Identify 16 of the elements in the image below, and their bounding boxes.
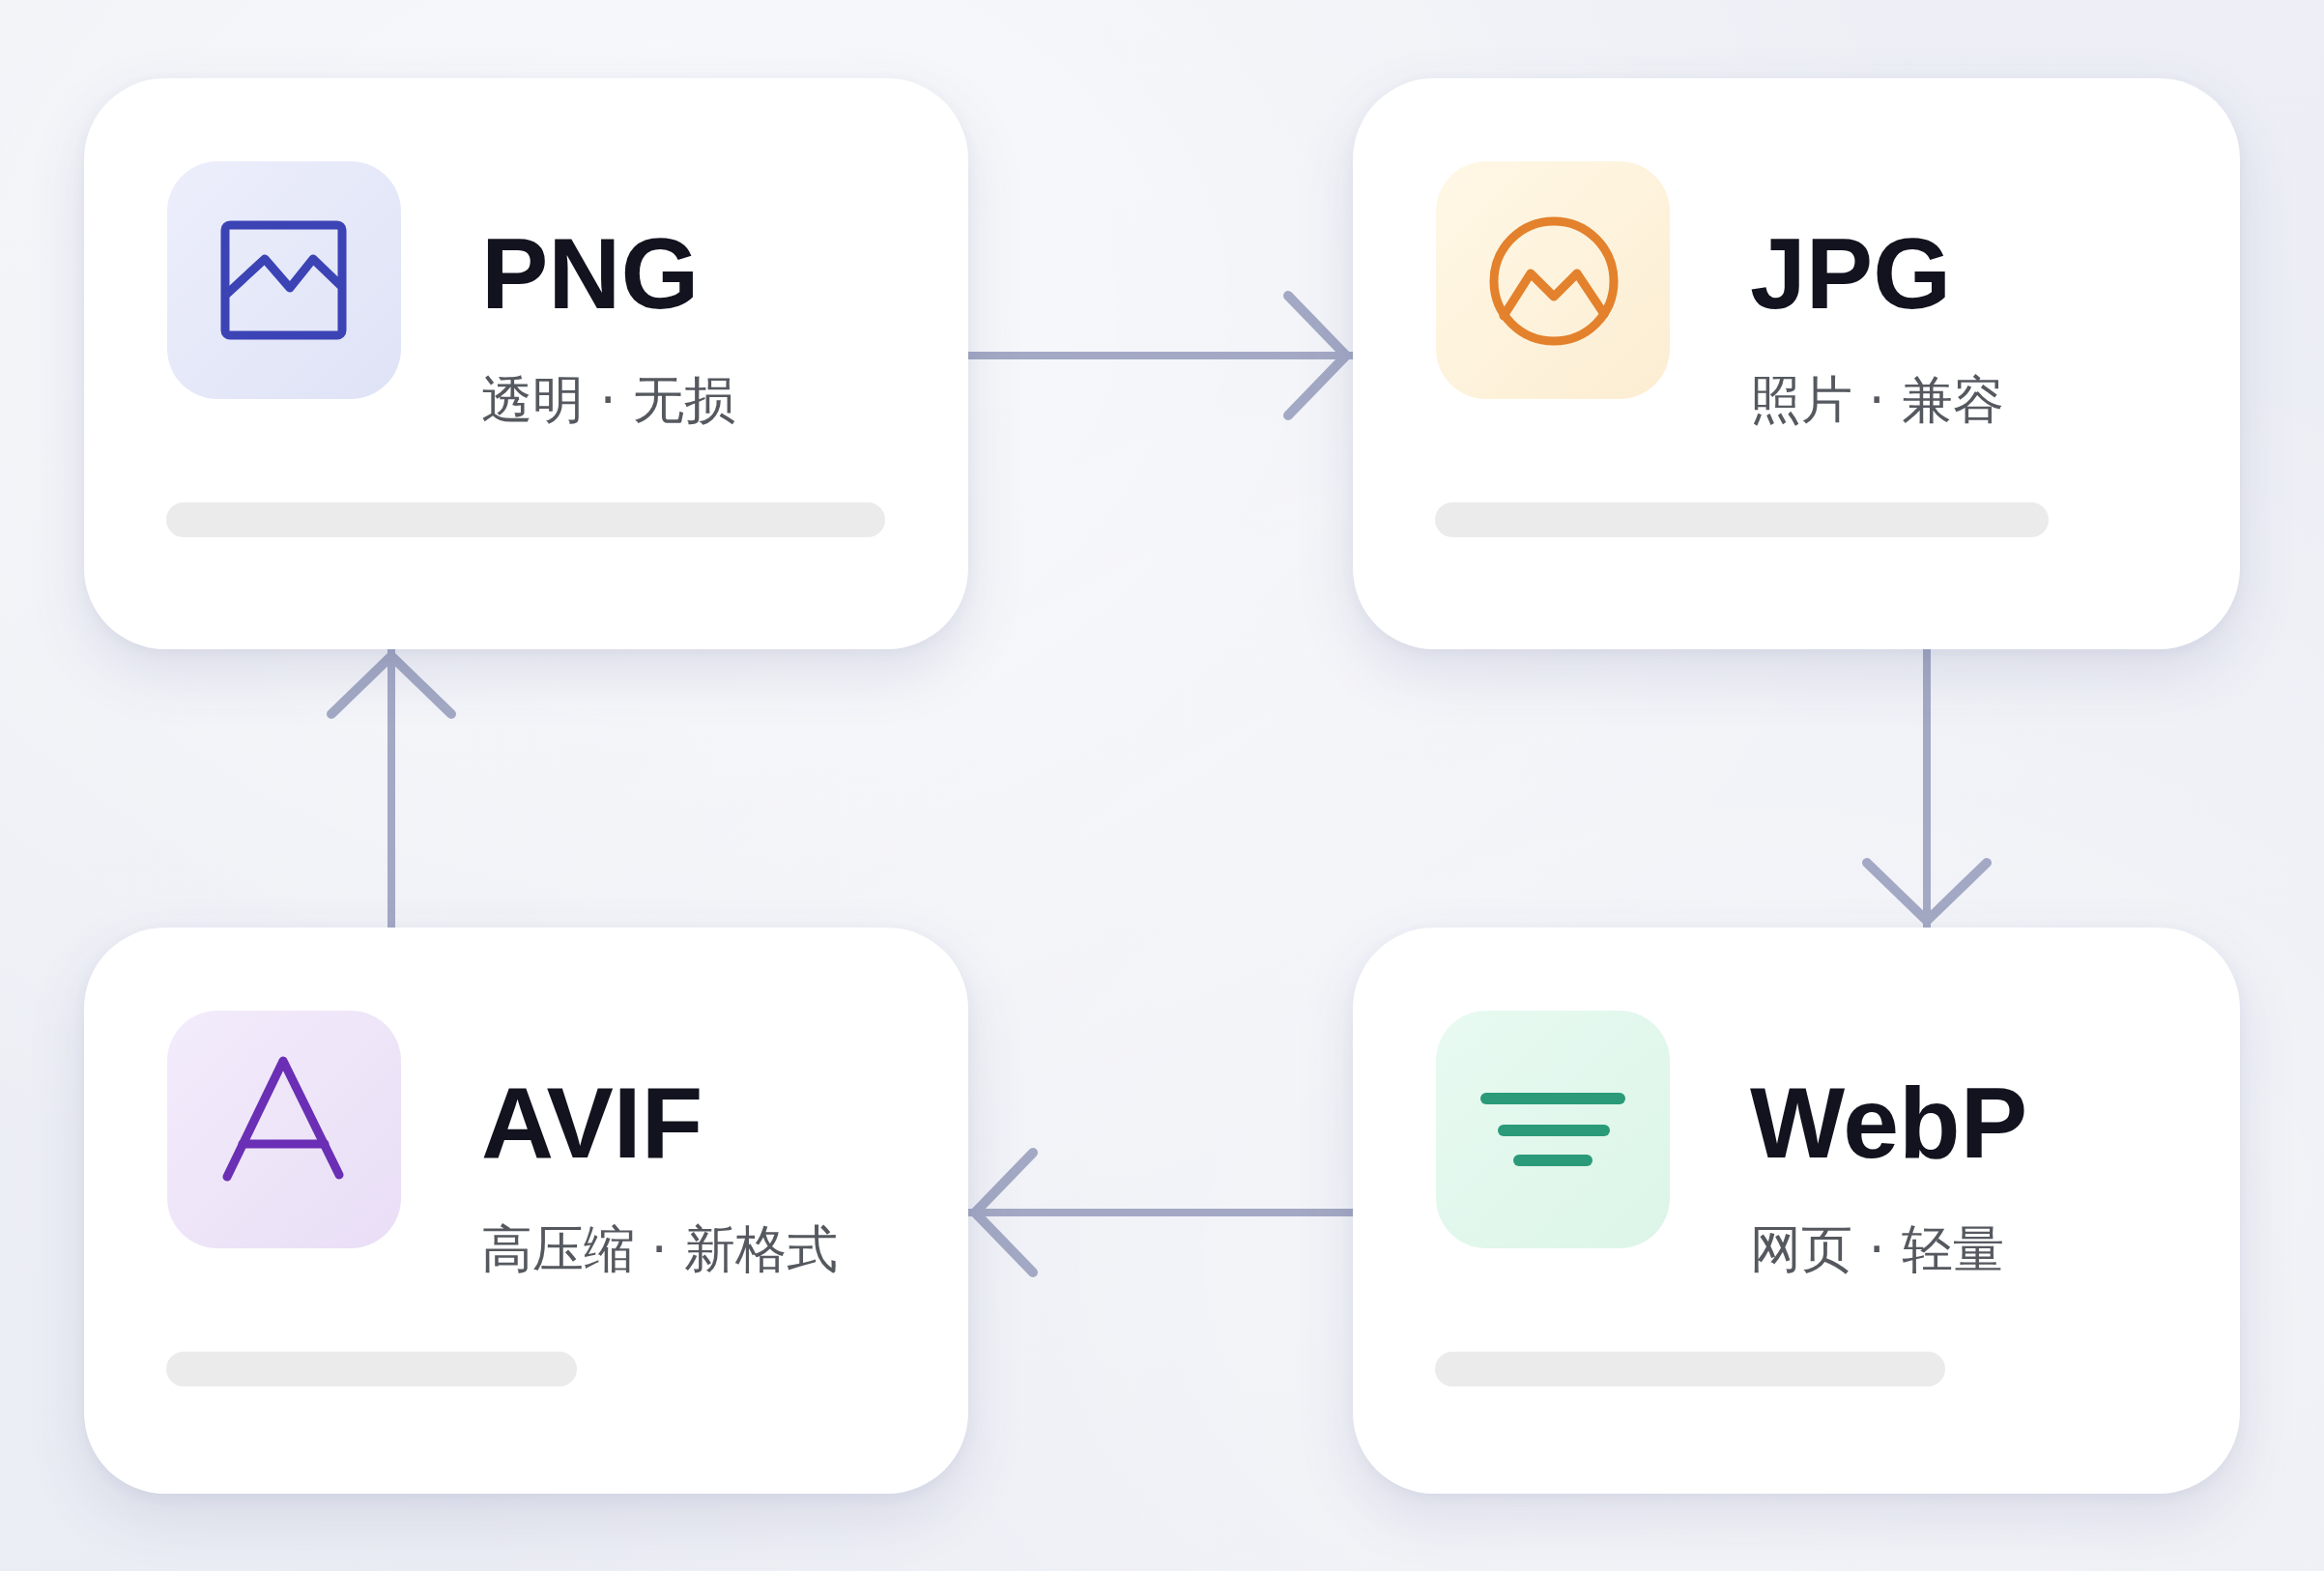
format-traits: 照片 · 兼容 — [1750, 368, 2004, 431]
format-traits: 透明 · 无损 — [481, 368, 735, 431]
format-title: AVIF — [481, 1066, 703, 1181]
arrow — [1862, 649, 1992, 928]
arrow — [327, 649, 456, 928]
format-title: WebP — [1750, 1066, 2027, 1181]
format-card — [1353, 78, 2240, 649]
format-traits: 网页 · 轻量 — [1750, 1217, 2004, 1280]
format-card — [1353, 928, 2240, 1494]
format-card — [84, 928, 968, 1494]
format-card — [84, 78, 968, 649]
format-title: JPG — [1750, 216, 1952, 331]
format-traits: 高压缩 · 新格式 — [481, 1217, 838, 1280]
arrow — [968, 1148, 1353, 1277]
arrow — [968, 291, 1353, 420]
format-title: PNG — [481, 216, 700, 331]
